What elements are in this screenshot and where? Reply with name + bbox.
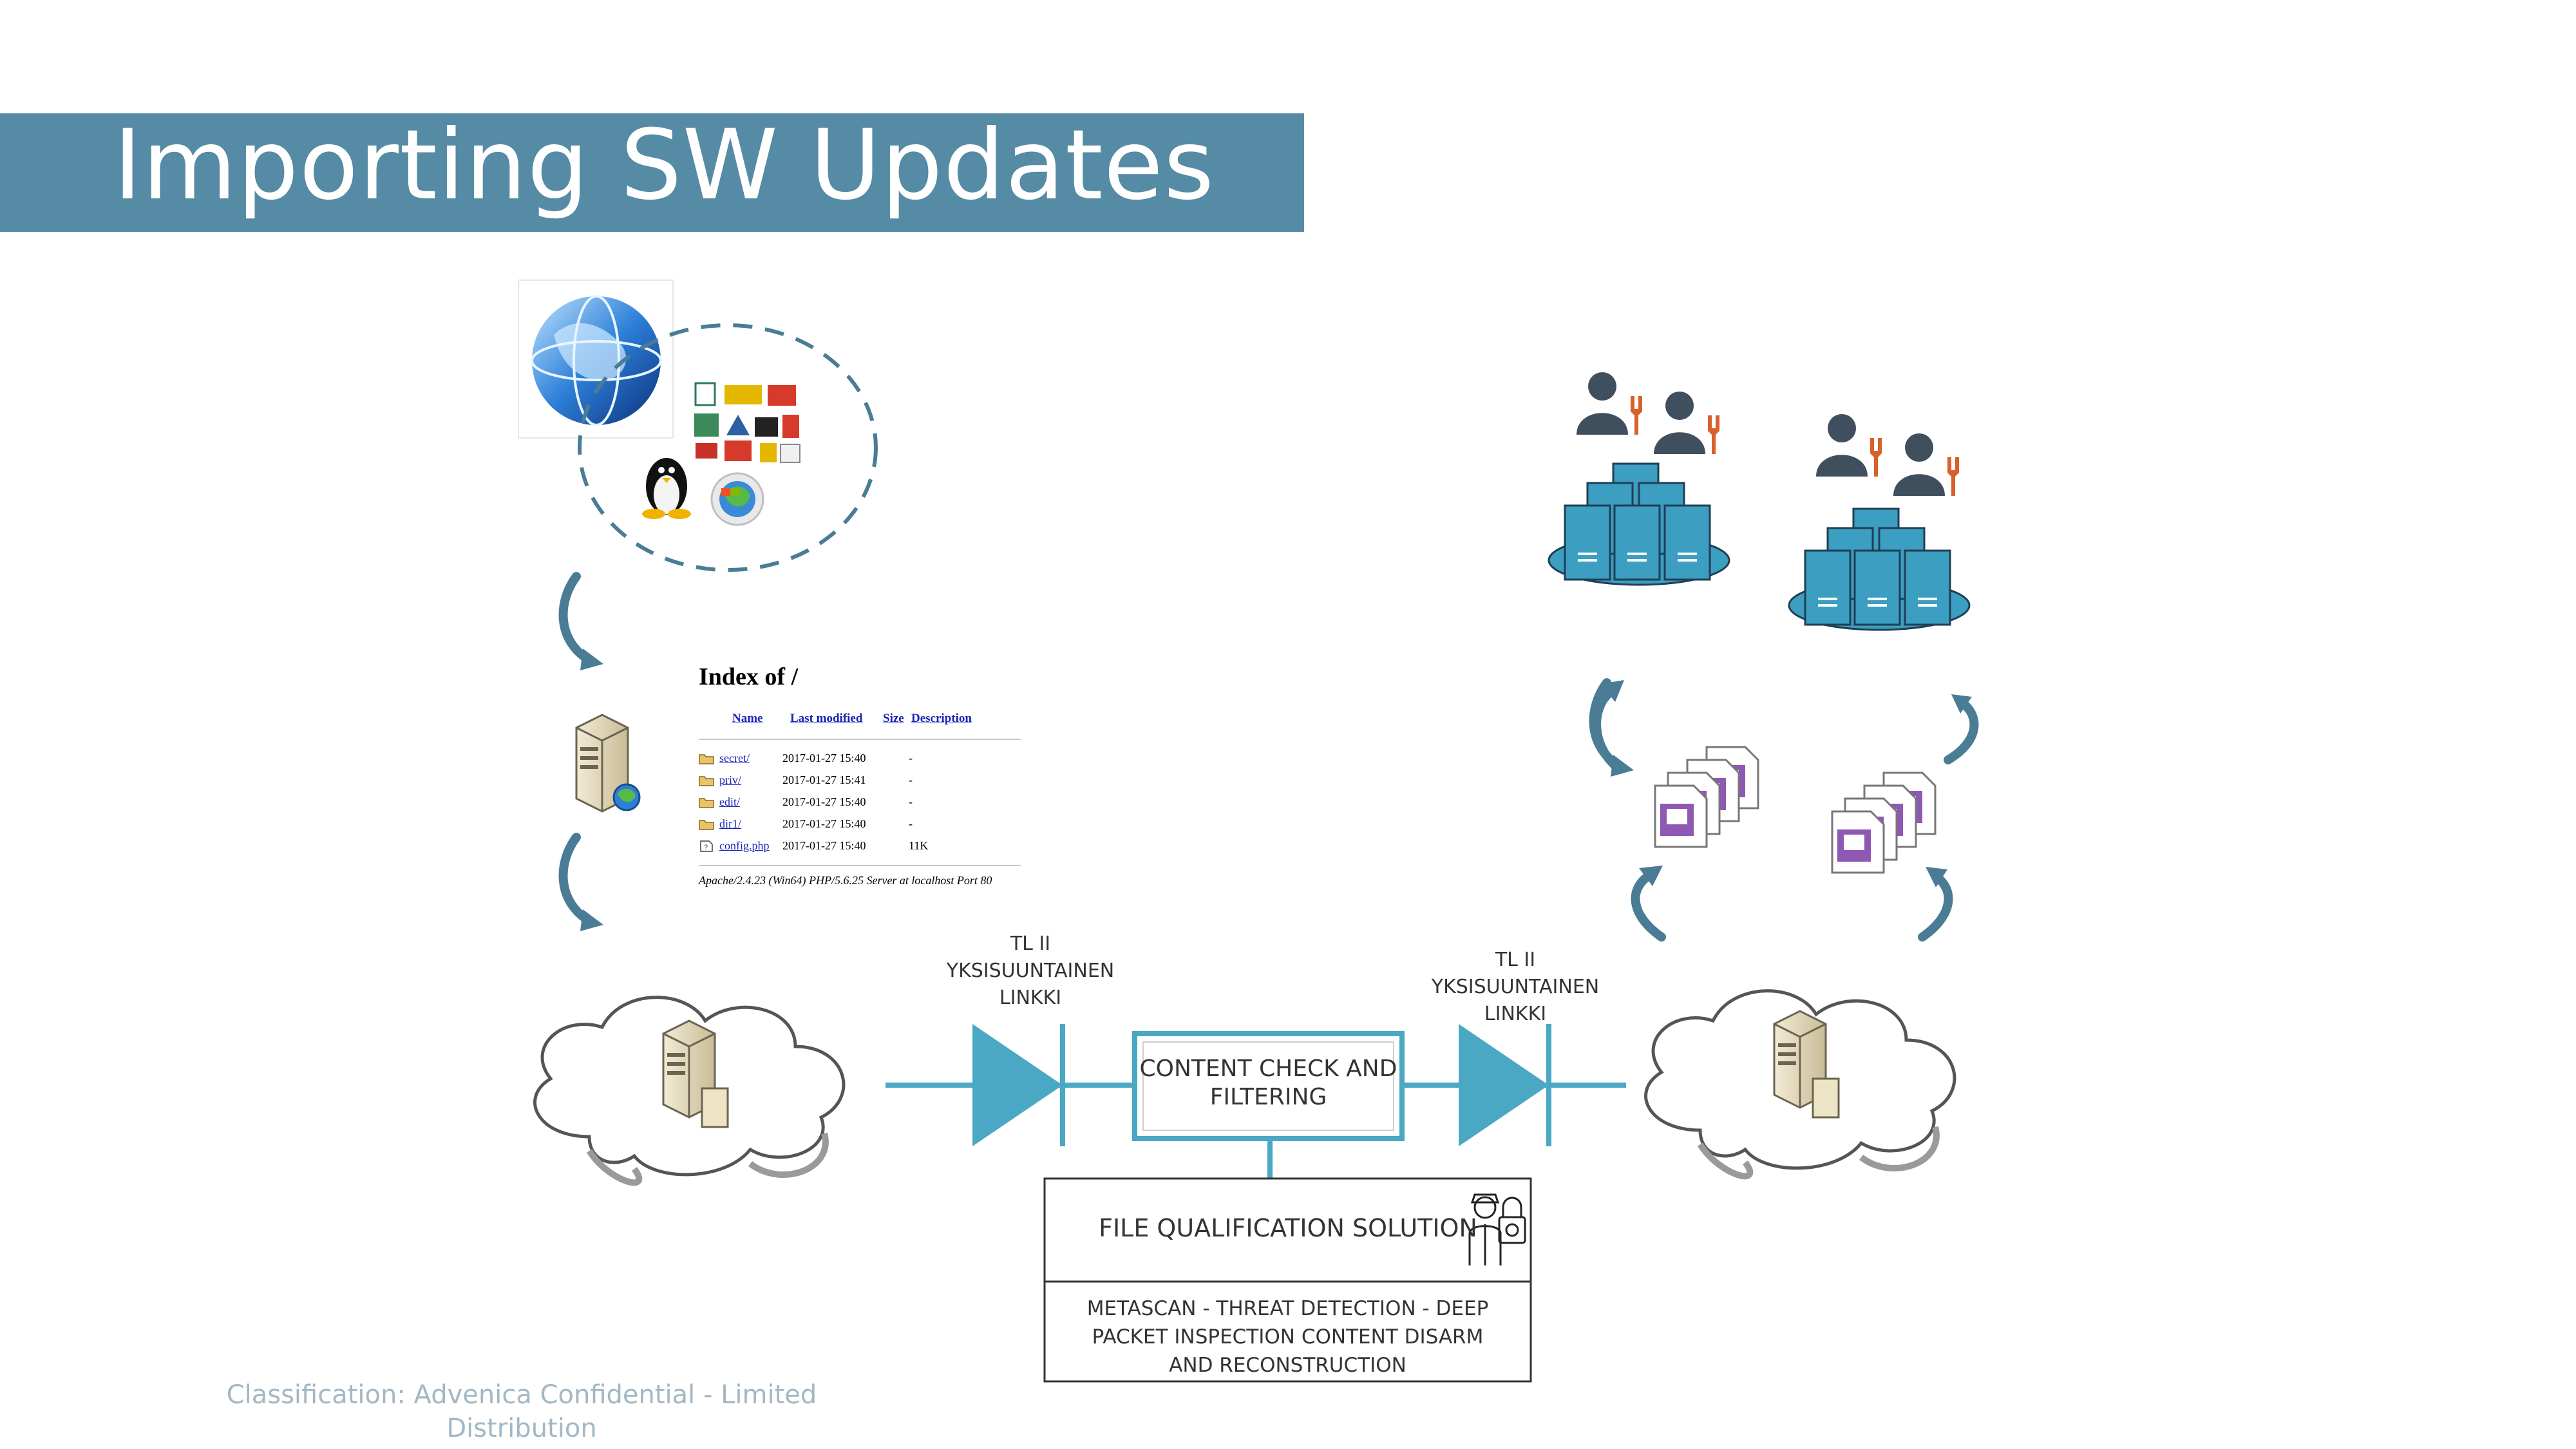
curved-arrow-icon bbox=[1592, 680, 1624, 774]
list-item: secret/ 2017-01-27 15:40 - bbox=[699, 750, 1046, 770]
list-item: edit/ 2017-01-27 15:40 - bbox=[699, 794, 1046, 813]
column-last-modified: Last modified bbox=[790, 712, 863, 725]
curved-arrow-icon bbox=[1944, 694, 1979, 764]
list-item-modified: 2017-01-27 15:40 bbox=[782, 752, 866, 764]
file-qualification-details: METASCAN - THREAT DETECTION - DEEP PACKE… bbox=[1045, 1294, 1531, 1379]
list-item: ? config.php 2017-01-27 15:40 11K bbox=[699, 838, 1046, 857]
list-item-modified: 2017-01-27 15:40 bbox=[782, 795, 866, 808]
diode-icon bbox=[972, 1024, 1065, 1146]
source-group-boundary bbox=[578, 323, 878, 572]
document-stack-icon bbox=[1654, 746, 1759, 848]
list-item-size: - bbox=[909, 752, 913, 764]
column-size: Size bbox=[883, 712, 904, 725]
folder-icon bbox=[699, 754, 714, 764]
list-item-size: - bbox=[909, 795, 913, 808]
list-item-name[interactable]: config.php bbox=[719, 839, 770, 852]
list-item-size: - bbox=[909, 817, 913, 830]
admin-icon bbox=[1654, 392, 1719, 454]
diode-label-right: TL II YKSISUUNTAINEN LINKKI bbox=[1412, 947, 1618, 1028]
svg-text:?: ? bbox=[704, 844, 708, 851]
diode-label-line: LINKKI bbox=[1484, 1003, 1547, 1025]
curved-arrow-icon bbox=[564, 837, 603, 931]
admin-icon bbox=[1577, 372, 1642, 435]
list-item: dir1/ 2017-01-27 15:40 - bbox=[699, 816, 1046, 835]
list-item-size: - bbox=[909, 773, 913, 786]
file-qualification-box bbox=[1043, 1177, 1532, 1383]
folder-icon bbox=[699, 820, 714, 830]
folder-icon bbox=[699, 776, 714, 786]
admin-icon bbox=[1816, 414, 1882, 477]
windows-globe-icon bbox=[710, 472, 764, 526]
diode-icon bbox=[1459, 1024, 1551, 1146]
column-name: Name bbox=[732, 712, 763, 725]
diode-label-line: LINKKI bbox=[999, 987, 1062, 1009]
directory-listing-screenshot: Index of / Name Last modified Size Descr… bbox=[692, 660, 1063, 898]
globe-icon bbox=[518, 279, 674, 439]
list-item-name[interactable]: priv/ bbox=[719, 773, 741, 786]
file-qualification-line: PACKET INSPECTION CONTENT DISARM bbox=[1092, 1325, 1484, 1349]
file-qualification-line: METASCAN - THREAT DETECTION - DEEP bbox=[1086, 1297, 1489, 1320]
list-item-size: 11K bbox=[909, 839, 929, 852]
page-title: Importing SW Updates bbox=[113, 109, 1215, 222]
server-cluster-icon bbox=[1548, 462, 1730, 586]
vendor-logos-icon bbox=[694, 382, 800, 463]
column-description: Description bbox=[911, 712, 972, 725]
content-check-line: FILTERING bbox=[1209, 1084, 1327, 1110]
diode-label-line: YKSISUUNTAINEN bbox=[946, 960, 1115, 982]
curved-arrow-icon bbox=[1918, 867, 1953, 942]
file-qualification-line: AND RECONSTRUCTION bbox=[1169, 1354, 1406, 1377]
diode-label-line: YKSISUUNTAINEN bbox=[1431, 976, 1600, 998]
list-item-modified: 2017-01-27 15:40 bbox=[782, 839, 866, 852]
server-cluster-icon bbox=[1788, 507, 1971, 631]
web-server-icon bbox=[575, 714, 641, 813]
content-check-label: CONTENT CHECK AND FILTERING bbox=[1135, 1055, 1402, 1112]
classification-footer: Classification: Advenica Confidential - … bbox=[226, 1380, 817, 1443]
index-divider bbox=[699, 865, 1021, 866]
file-icon: ? bbox=[700, 840, 713, 852]
security-guard-lock-icon bbox=[1468, 1193, 1526, 1265]
curved-arrow-icon bbox=[564, 576, 603, 670]
server-icon bbox=[1773, 1010, 1840, 1119]
admin-icon bbox=[1893, 433, 1959, 496]
list-item: priv/ 2017-01-27 15:41 - bbox=[699, 772, 1046, 791]
document-stack-icon bbox=[1831, 772, 1937, 874]
list-item-modified: 2017-01-27 15:41 bbox=[782, 773, 866, 786]
content-check-line: CONTENT CHECK AND bbox=[1139, 1056, 1397, 1082]
curved-arrow-icon bbox=[1631, 866, 1666, 942]
list-item-name[interactable]: dir1/ bbox=[719, 817, 741, 830]
server-icon bbox=[662, 1019, 729, 1128]
server-signature: Apache/2.4.23 (Win64) PHP/5.6.25 Server … bbox=[699, 874, 992, 887]
title-bar bbox=[0, 113, 1304, 232]
diode-label-line: TL II bbox=[1495, 949, 1536, 971]
index-title: Index of / bbox=[699, 663, 799, 690]
diode-label-line: TL II bbox=[1010, 933, 1051, 955]
folder-icon bbox=[699, 798, 714, 808]
diode-label-left: TL II YKSISUUNTAINEN LINKKI bbox=[927, 931, 1133, 1012]
list-item-name[interactable]: secret/ bbox=[719, 752, 750, 764]
index-divider bbox=[699, 739, 1021, 740]
file-qualification-title: FILE QUALIFICATION SOLUTION bbox=[1099, 1214, 1477, 1242]
list-item-name[interactable]: edit/ bbox=[719, 795, 740, 808]
linux-penguin-icon bbox=[642, 458, 691, 519]
list-item-modified: 2017-01-27 15:40 bbox=[782, 817, 866, 830]
